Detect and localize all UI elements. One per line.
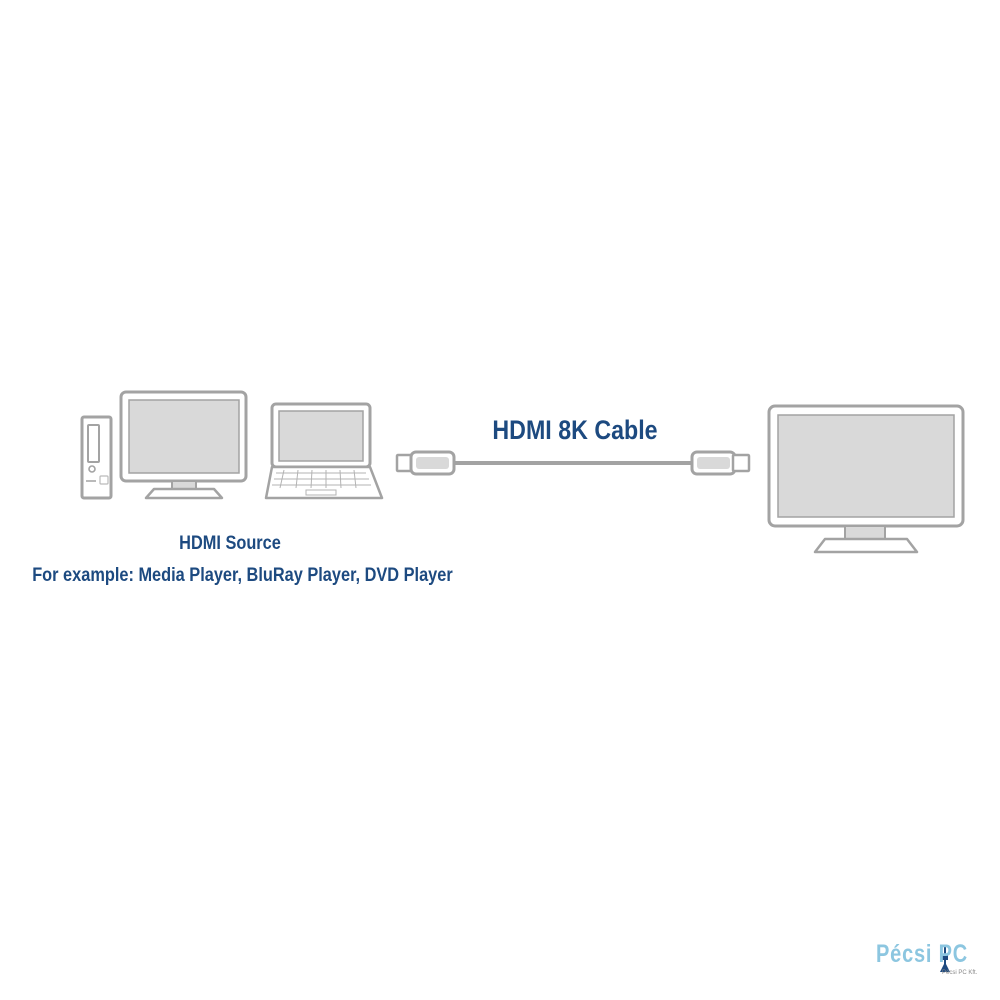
watermark-logo: Pécsi PC Pécsi PC Kft. <box>876 940 986 990</box>
laptop-icon <box>264 402 384 500</box>
hdmi-cable-icon <box>395 450 751 476</box>
watermark-brand: Pécsi PC <box>876 940 969 968</box>
watermark-tower-icon <box>940 945 950 972</box>
source-title: HDMI Source <box>179 533 281 554</box>
monitor-icon <box>119 390 248 500</box>
watermark-tagline: Pécsi PC Kft. <box>942 970 978 976</box>
desktop-tower-icon <box>80 415 113 500</box>
source-examples: For example: Media Player, BluRay Player… <box>32 565 453 586</box>
cable-label: HDMI 8K Cable <box>492 415 658 445</box>
tv-icon <box>767 404 965 554</box>
